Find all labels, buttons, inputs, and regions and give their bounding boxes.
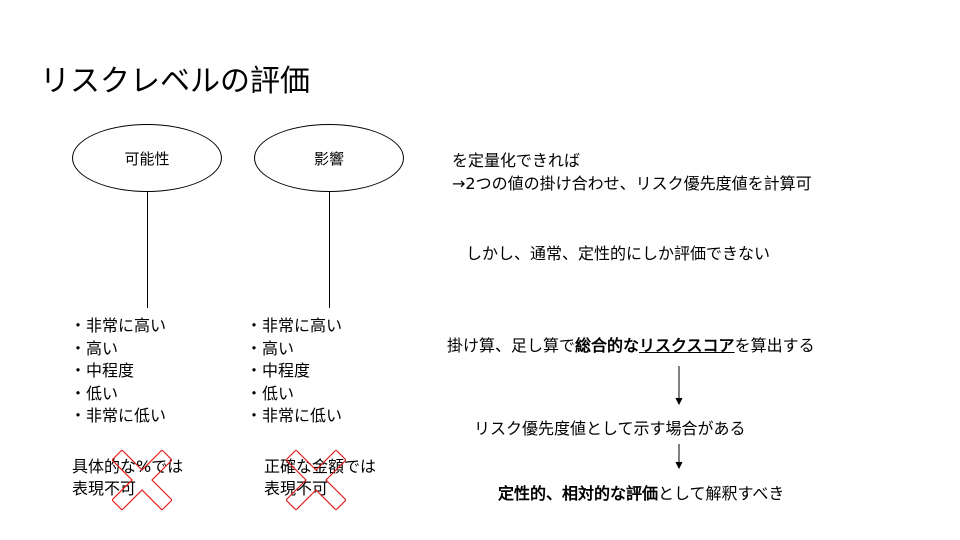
impact-levels: ・非常に高い ・高い ・中程度 ・低い ・非常に低い — [246, 315, 342, 428]
list-item: ・非常に低い — [246, 406, 343, 425]
cross-mark-icon — [286, 450, 346, 510]
list-item: ・中程度 — [246, 361, 311, 380]
quantify-condition: を定量化できれば — [452, 151, 581, 170]
down-arrow-icon — [675, 444, 683, 470]
list-item: ・非常に低い — [70, 406, 167, 425]
impact-ellipse: 影響 — [254, 124, 404, 192]
impact-connector — [329, 192, 330, 308]
interpretation-text: 定性的、相対的な評価として解釈すべき — [498, 480, 784, 504]
interpretation-bold: 定性的、相対的な評価 — [498, 484, 659, 503]
likelihood-levels: ・非常に高い ・高い ・中程度 ・低い ・非常に低い — [70, 315, 166, 428]
page-title: リスクレベルの評価 — [40, 64, 310, 99]
list-item: ・低い — [246, 383, 295, 403]
risk-score-term: リスクスコア — [639, 336, 735, 355]
likelihood-note: 具体的な%では 表現不可 — [72, 456, 183, 500]
risk-score-bold: 総合的な — [575, 336, 640, 355]
down-arrow-icon — [675, 366, 683, 406]
risk-score-pre: 掛け算、足し算で — [447, 336, 576, 355]
priority-value-text: リスク優先度値として示す場合がある — [474, 419, 746, 438]
list-item: ・低い — [70, 383, 119, 403]
interpretation-post: として解釈すべき — [658, 484, 785, 503]
impact-label: 影響 — [313, 149, 344, 168]
note-line: 表現不可 — [72, 479, 137, 498]
list-item: ・非常に高い — [246, 316, 343, 335]
qualitative-only-text: しかし、通常、定性的にしか評価できない — [466, 244, 771, 263]
risk-score-post: を算出する — [734, 336, 815, 355]
list-item: ・高い — [70, 338, 119, 358]
likelihood-connector — [147, 192, 148, 308]
priority-calc-text: →2つの値の掛け合わせ、リスク優先度値を計算可 — [452, 174, 812, 193]
list-item: ・中程度 — [70, 361, 135, 380]
likelihood-ellipse: 可能性 — [72, 124, 222, 192]
note-line: 具体的な%では — [72, 457, 184, 476]
risk-score-text: 掛け算、足し算で総合的なリスクスコアを算出する — [447, 332, 815, 356]
list-item: ・高い — [246, 338, 295, 358]
cross-mark-icon — [112, 450, 172, 510]
list-item: ・非常に高い — [70, 316, 167, 335]
likelihood-label: 可能性 — [124, 149, 170, 168]
